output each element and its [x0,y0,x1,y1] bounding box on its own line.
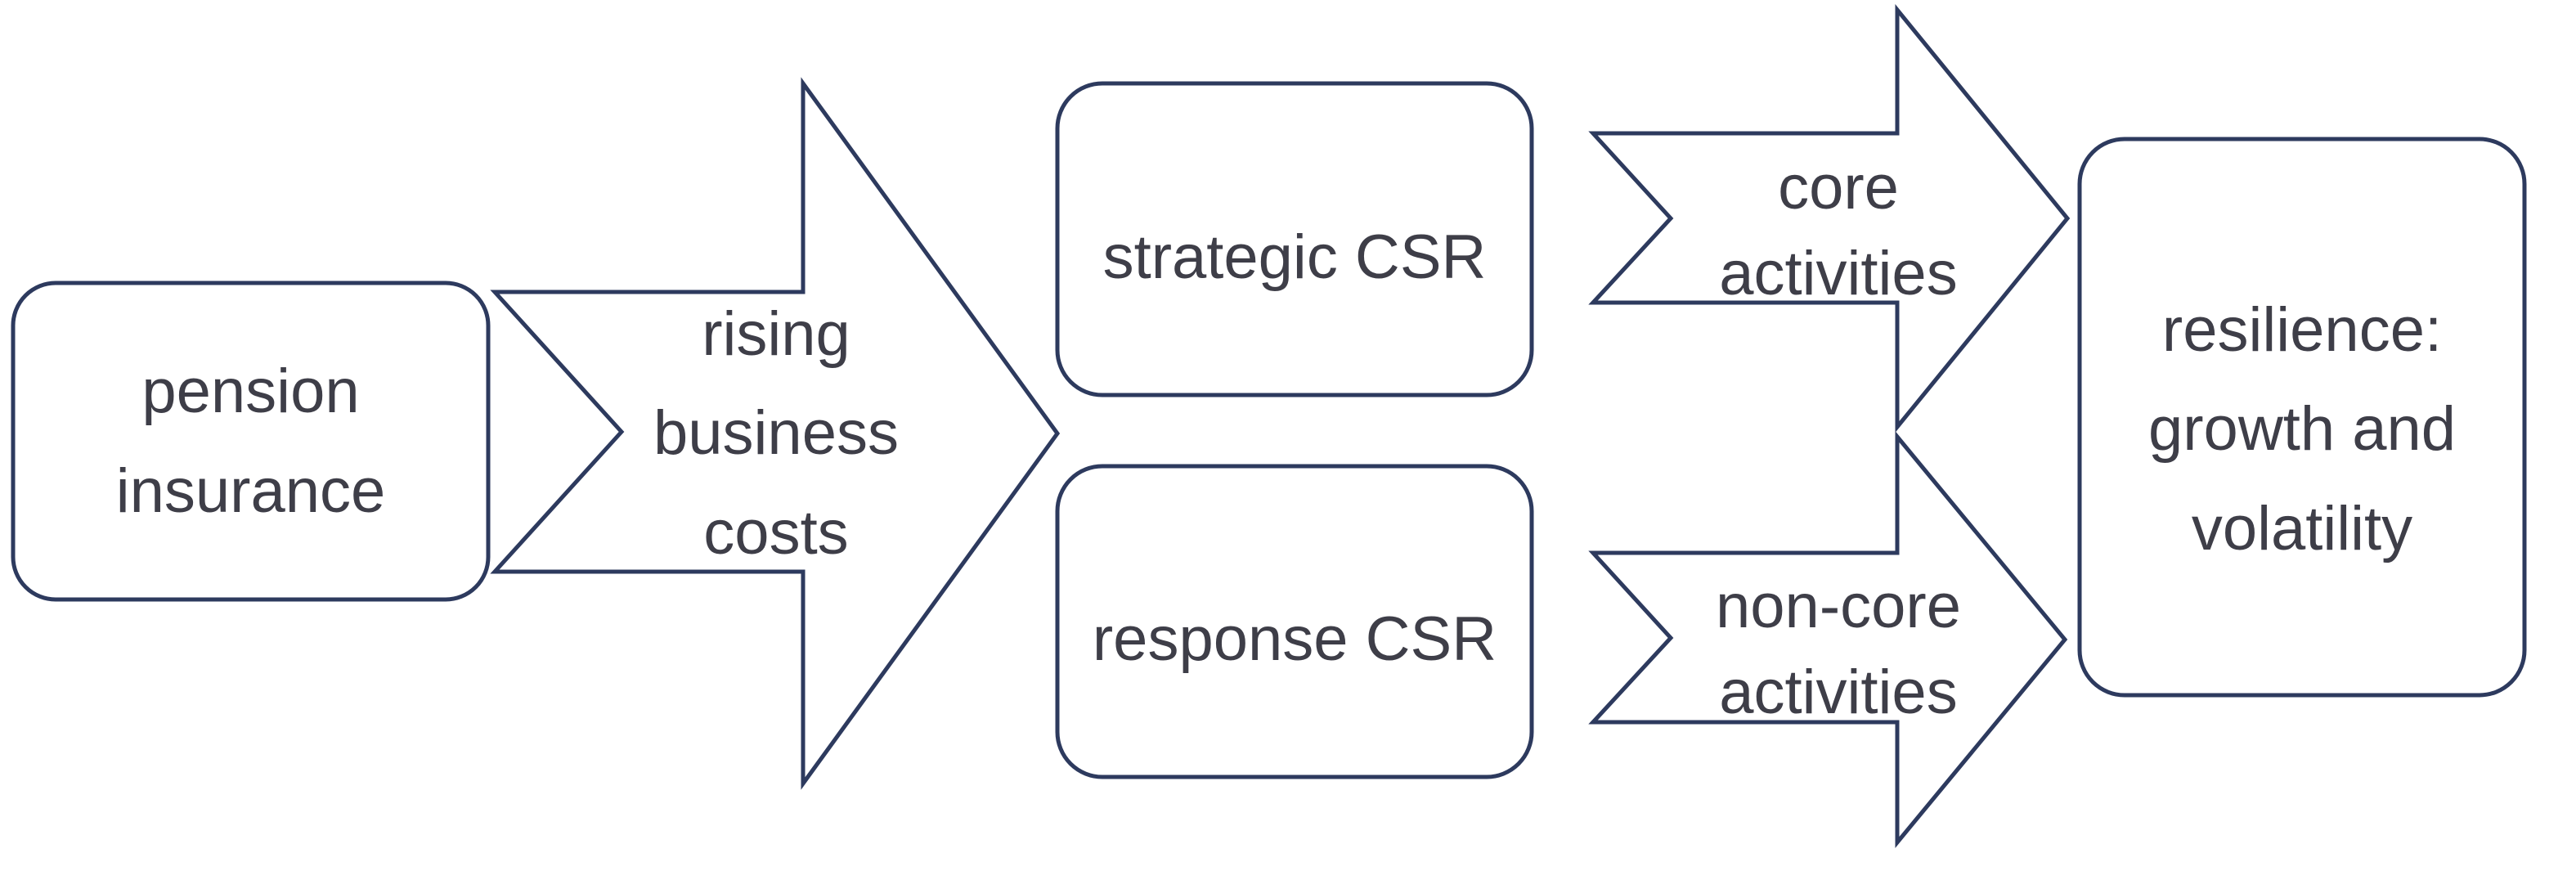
response-csr-box [1055,464,1534,779]
core-activities-arrow [1588,3,2071,433]
resilience-box [2077,137,2527,698]
rising-business-costs-arrow [490,77,1061,790]
pension-insurance-box [11,281,491,602]
strategic-csr-box [1055,81,1534,397]
non-core-activities-arrow [1588,431,2068,848]
